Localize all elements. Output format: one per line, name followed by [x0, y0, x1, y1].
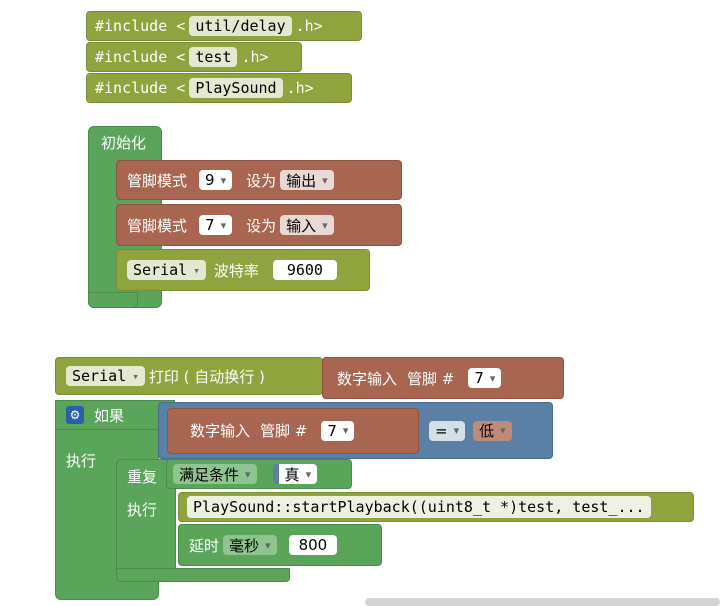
playsound-code[interactable]: PlaySound::startPlayback((uint8_t *)test… — [187, 496, 651, 518]
include-file-field[interactable]: PlaySound — [189, 78, 283, 98]
include-ext: .h> — [286, 79, 314, 97]
pin-dropdown[interactable]: 9 — [199, 170, 233, 190]
compare-block[interactable]: 数字输入 管脚 # 7 = 低 — [158, 402, 553, 459]
if-header-text: ⚙ 如果 — [62, 403, 162, 427]
repeat-label: 重复 — [127, 468, 158, 486]
baud-label: 波特率 — [213, 261, 259, 280]
pin-mode-block-1[interactable]: 管脚模式 9 设为 输出 — [116, 160, 402, 200]
delay-label: 延时 — [189, 536, 220, 555]
digital-read-block-2[interactable]: 数字输入 管脚 # 7 — [167, 407, 419, 454]
print-label: 打印 ( 自动换行 ) — [148, 367, 265, 386]
delay-block[interactable]: 延时 毫秒 800 — [178, 524, 382, 566]
include-block-1[interactable]: #include < util/delay .h> — [86, 11, 362, 41]
set-as-label: 设为 — [246, 171, 277, 190]
serial-print-block[interactable]: Serial 打印 ( 自动换行 ) — [55, 357, 323, 395]
include-block-3[interactable]: #include < PlaySound .h> — [86, 73, 352, 103]
pin-dropdown[interactable]: 7 — [199, 215, 233, 235]
playsound-block[interactable]: PlaySound::startPlayback((uint8_t *)test… — [178, 492, 694, 522]
digital-read-block-1[interactable]: 数字输入 管脚 # 7 — [322, 357, 564, 399]
if-label: 如果 — [94, 406, 125, 425]
pin-mode-label: 管脚模式 — [127, 171, 188, 190]
pin-number-label: 管脚 # — [407, 369, 455, 388]
include-ext: .h> — [295, 17, 323, 35]
exec-label: 执行 — [66, 452, 97, 470]
set-as-label: 设为 — [246, 216, 277, 235]
pin-number-label: 管脚 # — [260, 422, 308, 440]
include-ext: .h> — [241, 48, 269, 66]
setup-title: 初始化 — [101, 134, 147, 152]
mode-dropdown[interactable]: 输入 — [280, 215, 334, 235]
delay-unit-dropdown[interactable]: 毫秒 — [223, 535, 277, 555]
exec-label: 执行 — [127, 501, 158, 519]
setup-footer — [88, 292, 138, 308]
include-keyword: #include < — [95, 48, 186, 66]
repeat-footer — [116, 568, 290, 582]
repeat-mode-dropdown[interactable]: 满足条件 — [173, 464, 257, 484]
delay-value-input[interactable]: 800 — [288, 535, 338, 555]
pin-dropdown[interactable]: 7 — [321, 420, 355, 441]
digital-read-label: 数字输入 — [190, 422, 251, 440]
operator-dropdown[interactable]: = — [429, 420, 466, 441]
serial-begin-block[interactable]: Serial 波特率 9600 — [116, 249, 370, 291]
include-block-2[interactable]: #include < test .h> — [86, 42, 302, 72]
include-keyword: #include < — [95, 79, 186, 97]
pin-dropdown[interactable]: 7 — [468, 368, 502, 388]
horizontal-scrollbar[interactable] — [365, 598, 720, 606]
include-file-field[interactable]: util/delay — [189, 16, 292, 36]
value-dropdown[interactable]: 低 — [473, 420, 512, 441]
baud-input[interactable]: 9600 — [272, 260, 337, 280]
serial-port-dropdown[interactable]: Serial — [66, 366, 145, 386]
digital-read-label: 数字输入 — [337, 369, 398, 388]
include-file-field[interactable]: test — [189, 47, 238, 67]
repeat-block[interactable]: 重复 执行 — [116, 459, 176, 581]
repeat-condition-dropdown[interactable]: 真 — [272, 464, 318, 484]
pin-mode-label: 管脚模式 — [127, 216, 188, 235]
pin-mode-block-2[interactable]: 管脚模式 7 设为 输入 — [116, 204, 402, 246]
include-keyword: #include < — [95, 17, 186, 35]
serial-port-dropdown[interactable]: Serial — [127, 260, 206, 280]
mode-dropdown[interactable]: 输出 — [280, 170, 334, 190]
gear-icon[interactable]: ⚙ — [66, 406, 84, 424]
repeat-header[interactable]: 满足条件 真 — [166, 459, 352, 489]
